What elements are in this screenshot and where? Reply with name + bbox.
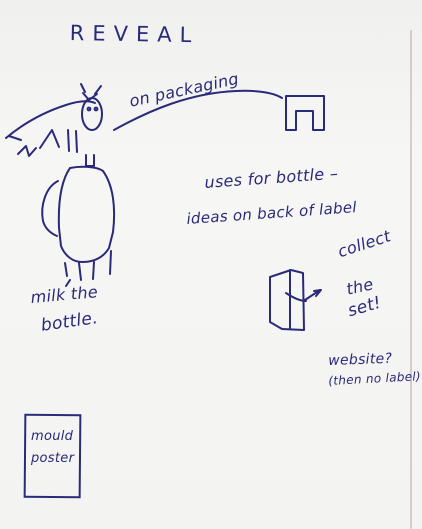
uses-note-line-2: ideas on back of label	[186, 200, 357, 228]
poster-note-line-1: mould	[31, 430, 73, 444]
packaging-note: on packaging	[128, 71, 240, 111]
website-note: website?	[328, 352, 393, 369]
bottle-sketch-icon	[42, 155, 114, 286]
packaging-outline-icon	[286, 96, 324, 130]
then-no-label-note: (then no label)	[328, 370, 421, 387]
milk-note-line-1: milk the	[30, 284, 99, 307]
collect-note-word-1: collect	[336, 228, 393, 261]
cow-sketch-icon	[6, 84, 102, 156]
milk-note-line-2: bottle.	[40, 310, 99, 336]
collect-note-word-3: set!	[346, 295, 384, 322]
poster-note-line-2: poster	[31, 452, 74, 466]
page-title: REVEAL	[70, 22, 200, 46]
uses-note-line-1: uses for bottle –	[204, 166, 339, 192]
label-card-icon	[270, 270, 321, 330]
page-edge-line	[410, 30, 412, 529]
